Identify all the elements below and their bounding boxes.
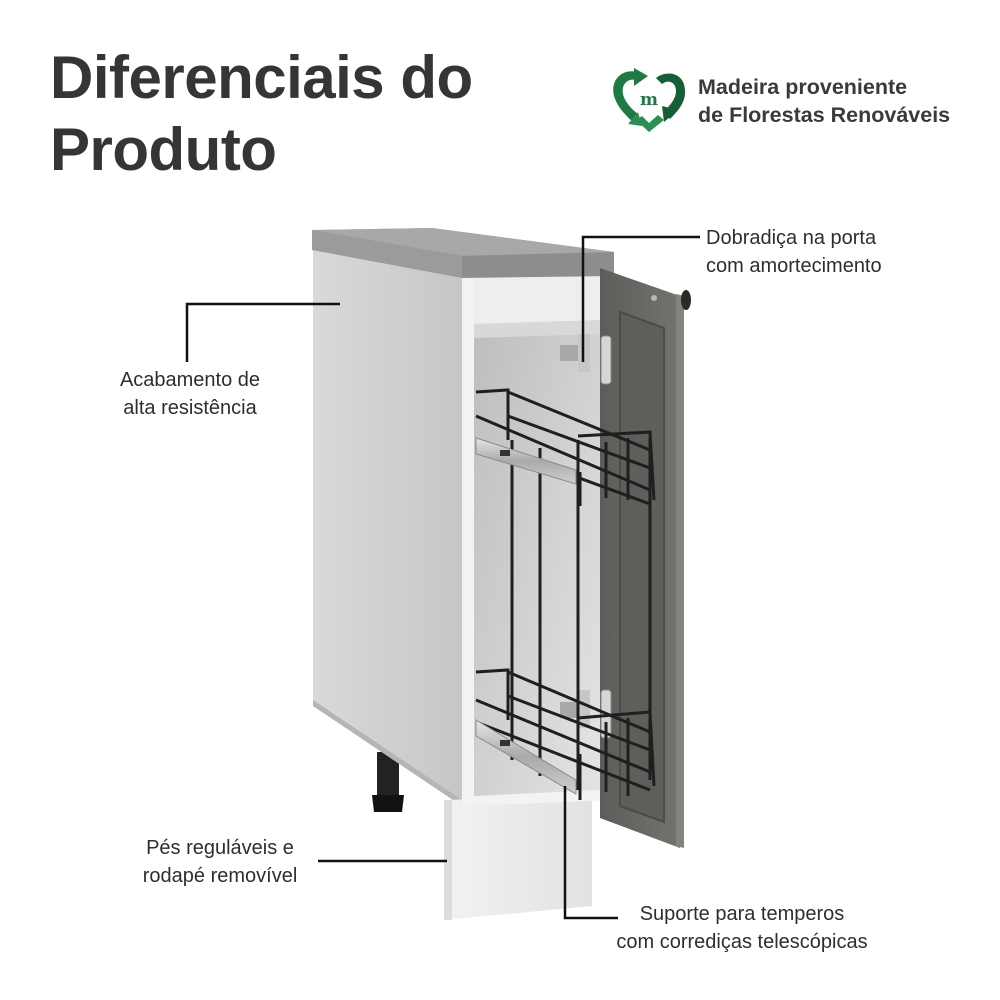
removable-plinth — [444, 796, 592, 920]
callout-hinge: Dobradiça na porta com amortecimento — [706, 224, 882, 280]
title-line-2: Produto — [50, 116, 277, 183]
telescopic-slide-top — [475, 437, 577, 485]
callout-rack-line-1: Suporte para temperos — [639, 903, 845, 925]
callout-hinge-line-2: com amortecimento — [706, 255, 882, 277]
svg-text:m: m — [640, 90, 658, 110]
callout-finish-line-1: Acabamento de — [119, 369, 261, 391]
side-panel — [313, 248, 462, 806]
badge-line-2: de Florestas Renováveis — [698, 103, 951, 127]
page-title: Diferenciais do Produto — [50, 42, 473, 186]
adjustable-foot — [372, 752, 404, 812]
badge-text: Madeira proveniente de Florestas Renováv… — [698, 73, 950, 129]
sustainability-badge: m Madeira proveniente de Florestas Renov… — [608, 66, 950, 136]
callout-hinge-line-1: Dobradiça na porta — [706, 227, 877, 249]
cabinet-door — [600, 268, 691, 848]
callout-finish-line-2: alta resistência — [123, 397, 257, 419]
badge-line-1: Madeira proveniente — [698, 75, 908, 99]
callout-feet-line-1: Pés reguláveis e — [146, 837, 294, 859]
callout-feet: Pés reguláveis e rodapé removível — [126, 834, 314, 890]
recycle-heart-m-icon: m — [613, 68, 686, 132]
countertop — [312, 228, 614, 278]
callout-rack: Suporte para temperos com corrediças tel… — [592, 900, 892, 956]
callout-feet-line-2: rodapé removível — [142, 865, 298, 887]
callout-finish: Acabamento de alta resistência — [98, 366, 282, 422]
title-line-1: Diferenciais do — [50, 44, 473, 111]
callout-rack-line-2: com corrediças telescópicas — [616, 931, 868, 953]
